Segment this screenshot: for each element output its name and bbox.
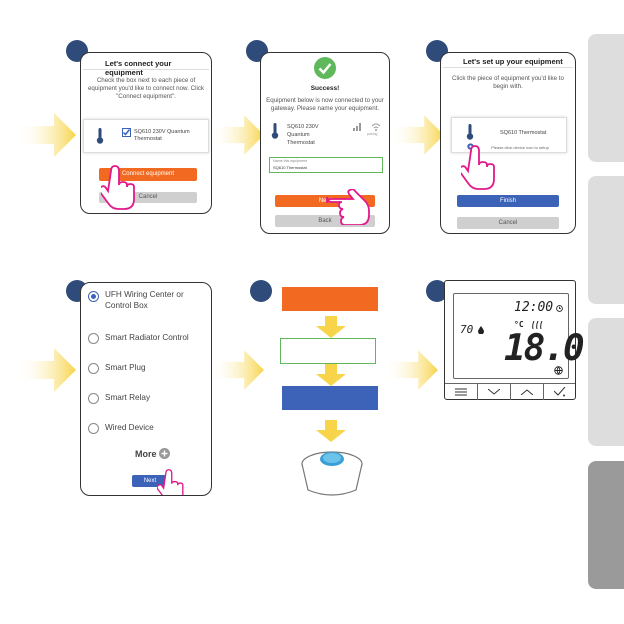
unit-label: °C bbox=[514, 320, 524, 329]
flow-box-green-outline bbox=[280, 338, 376, 364]
screen-title: Let's connect your equipment bbox=[105, 59, 172, 77]
next-button[interactable]: Next bbox=[132, 475, 168, 487]
setup-hint: Please click device icon to setup bbox=[491, 145, 549, 150]
radio-wired-device[interactable] bbox=[88, 423, 99, 434]
finish-button[interactable]: Finish bbox=[457, 195, 559, 207]
name-field-label: Name this equipment bbox=[273, 159, 307, 163]
hand-pointer-icon bbox=[101, 165, 135, 210]
phone-screen-success: Success! Equipment below is now connecte… bbox=[260, 52, 390, 234]
water-drop-icon bbox=[478, 326, 484, 334]
screen-message: Equipment below is now connected to your… bbox=[266, 97, 384, 112]
up-icon bbox=[521, 389, 533, 395]
side-tab-3[interactable] bbox=[588, 318, 624, 446]
hand-pointer-icon bbox=[461, 145, 495, 190]
thermostat-button-bar bbox=[445, 383, 575, 400]
device-name: SQ610 230V Quantum Thermostat bbox=[287, 124, 319, 146]
arrow-down-icon bbox=[316, 364, 346, 386]
screen-instruction: Check the box next to each piece of equi… bbox=[87, 77, 205, 100]
thermometer-icon bbox=[271, 123, 279, 139]
plus-circle-icon[interactable] bbox=[159, 448, 170, 459]
gateway-device-icon bbox=[301, 451, 363, 496]
name-field[interactable]: Name this equipment SQ610 Thermostat bbox=[269, 157, 383, 173]
arrow-right-icon bbox=[16, 348, 76, 392]
arrow-down-icon bbox=[316, 316, 346, 338]
arrow-right-icon bbox=[16, 113, 76, 157]
down-icon bbox=[488, 389, 500, 395]
option-ufh-label: UFH Wiring Center or Control Box bbox=[105, 290, 184, 310]
option-wired-device-label: Wired Device bbox=[105, 423, 154, 432]
option-smart-relay-label: Smart Relay bbox=[105, 393, 151, 402]
clock-readout: 12:00 bbox=[514, 300, 554, 315]
up-button[interactable] bbox=[511, 384, 544, 400]
confirm-button[interactable] bbox=[544, 384, 575, 400]
signal-bars-icon bbox=[353, 123, 361, 131]
thermostat-display: 12:00 70 °C 18.0 bbox=[453, 293, 585, 379]
wifi-icon bbox=[371, 123, 381, 131]
step-marker bbox=[426, 280, 448, 302]
more-label[interactable]: More bbox=[135, 449, 157, 459]
checkbox-checked-icon[interactable] bbox=[122, 128, 131, 137]
radio-smart-relay[interactable] bbox=[88, 393, 99, 404]
menu-button[interactable] bbox=[445, 384, 478, 400]
screen-instruction: Click the piece of equipment you'd like … bbox=[452, 75, 564, 90]
side-tab-1[interactable] bbox=[588, 34, 624, 162]
signal-label: pairing bbox=[367, 132, 378, 136]
radio-ufh-selected[interactable] bbox=[88, 291, 99, 302]
arrow-right-icon bbox=[210, 350, 264, 390]
screen-title: Success! bbox=[310, 85, 340, 92]
name-field-value: SQ610 Thermostat bbox=[273, 165, 307, 170]
radio-smart-radiator[interactable] bbox=[88, 333, 99, 344]
check-circle-icon bbox=[314, 57, 336, 79]
cancel-button[interactable]: Cancel bbox=[99, 192, 197, 203]
clock-icon bbox=[556, 305, 563, 312]
side-tab-4-active[interactable] bbox=[588, 461, 624, 589]
device-name: SQ610 Thermostat bbox=[500, 130, 547, 136]
arrow-right-icon bbox=[390, 115, 444, 155]
humidity-readout: 70 bbox=[460, 323, 474, 336]
device-card[interactable]: SQ610 230V Quantum Thermostat bbox=[83, 119, 209, 153]
step-marker bbox=[250, 280, 272, 302]
radio-smart-plug[interactable] bbox=[88, 363, 99, 374]
arrow-down-icon bbox=[316, 420, 346, 442]
cancel-button[interactable]: Cancel bbox=[457, 217, 559, 229]
confirm-icon bbox=[554, 387, 566, 397]
hand-pointer-icon bbox=[157, 469, 184, 495]
thermometer-icon bbox=[466, 124, 474, 140]
phone-screen-setup: Let's set up your equipment Click the pi… bbox=[440, 52, 576, 234]
screen-title: Let's set up your equipment bbox=[463, 57, 563, 66]
arrow-right-icon bbox=[210, 115, 264, 155]
thermometer-icon bbox=[96, 128, 104, 144]
temperature-readout: 18.0 bbox=[504, 328, 585, 369]
connect-equipment-button[interactable]: Connect equipment bbox=[99, 168, 197, 181]
side-tab-2[interactable] bbox=[588, 176, 624, 304]
arrow-right-icon bbox=[384, 350, 438, 390]
phone-screen-device-type: UFH Wiring Center or Control Box Smart R… bbox=[80, 282, 212, 496]
device-name: SQ610 230V Quantum Thermostat bbox=[134, 129, 190, 142]
flow-box-blue bbox=[282, 386, 378, 410]
option-smart-radiator-label: Smart Radiator Control bbox=[105, 333, 189, 342]
phone-screen-connect: Let's connect your equipment Check the b… bbox=[80, 52, 212, 214]
heating-waves-icon bbox=[532, 321, 543, 329]
hand-pointer-icon bbox=[326, 189, 370, 225]
down-button[interactable] bbox=[478, 384, 511, 400]
option-smart-plug-label: Smart Plug bbox=[105, 363, 146, 372]
thermostat-device: 12:00 70 °C 18.0 bbox=[444, 280, 585, 400]
globe-icon bbox=[554, 366, 563, 375]
flow-box-orange bbox=[282, 287, 378, 311]
menu-icon bbox=[455, 388, 467, 396]
device-card[interactable]: SQ610 Thermostat bbox=[451, 117, 567, 153]
